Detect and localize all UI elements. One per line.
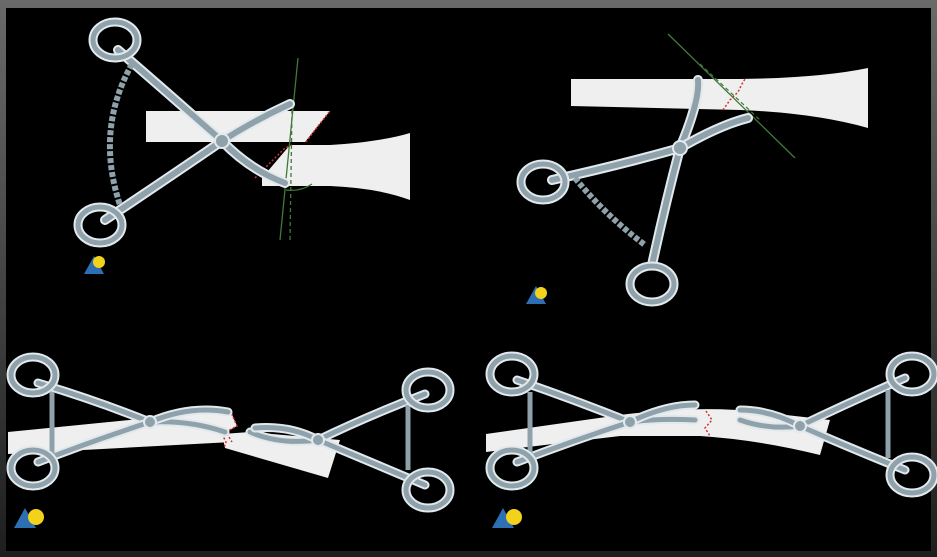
figure-canvas — [0, 0, 937, 557]
